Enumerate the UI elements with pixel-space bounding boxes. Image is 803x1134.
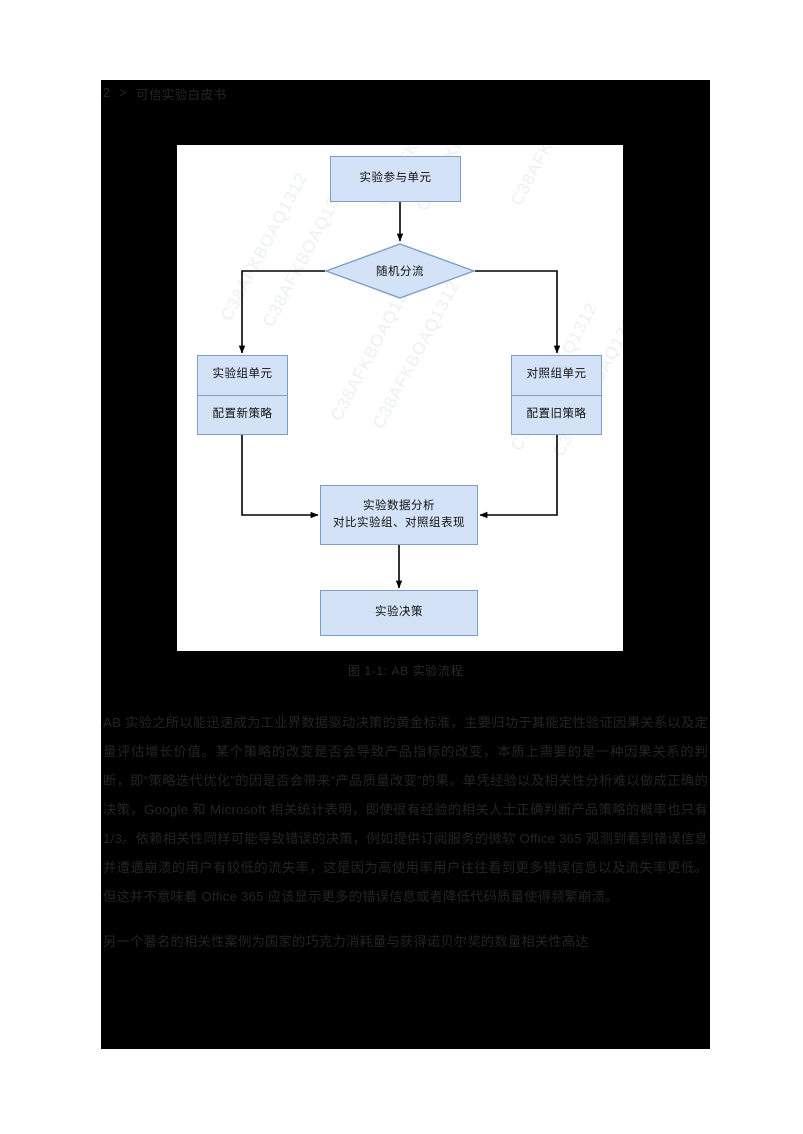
flow-node-participant[interactable]: 实验参与单元 xyxy=(330,156,461,202)
diamond-shape xyxy=(325,243,475,299)
breadcrumb: 2 > 可信实验白皮书 xyxy=(103,82,226,104)
figure-caption: 图 1-1: AB 实验流程 xyxy=(347,664,464,678)
flow-node-control-group[interactable]: 对照组单元 配置旧策略 xyxy=(511,355,602,435)
breadcrumb-page-number: 2 xyxy=(103,86,111,100)
flow-node-analysis-line1: 实验数据分析 xyxy=(363,499,435,512)
flow-node-control-title: 对照组单元 xyxy=(526,368,587,381)
flow-node-data-analysis[interactable]: 实验数据分析 对比实验组、对照组表现 xyxy=(320,485,478,545)
flow-node-participant-label: 实验参与单元 xyxy=(359,172,432,185)
flow-node-random-split[interactable]: 随机分流 xyxy=(325,243,475,299)
flow-node-treatment-title: 实验组单元 xyxy=(212,368,273,381)
body-paragraph: 另一个著名的相关性案例为国家的巧克力消耗量与获得诺贝尔奖的数量相关性高达 xyxy=(103,934,589,949)
flow-node-treatment-group[interactable]: 实验组单元 配置新策略 xyxy=(197,355,288,435)
flow-node-random-split-label: 随机分流 xyxy=(376,266,424,278)
flow-node-treatment-detail: 配置新策略 xyxy=(198,394,287,435)
watermark-text: C38AFKBOAQ1312 xyxy=(217,169,312,324)
body-paragraph: AB 实验之所以能迅速成为工业界数据驱动决策的黄金标准，主要归功于其能定性验证因… xyxy=(103,715,708,904)
figure-ab-experiment-flowchart: C38AFKBOAQ1312 C38AFKBOAQ1312 C38AFKBOAQ… xyxy=(177,145,623,651)
document-page: 2 > 可信实验白皮书 C38AFKBOAQ1312 C38AFKBOAQ131… xyxy=(101,80,710,1049)
flow-node-analysis-text: 实验数据分析 对比实验组、对照组表现 xyxy=(321,486,477,544)
flow-node-control-detail: 配置旧策略 xyxy=(512,394,601,435)
chevron-right-icon: > xyxy=(119,86,128,100)
breadcrumb-title: 可信实验白皮书 xyxy=(136,87,227,102)
flow-node-analysis-line2: 对比实验组、对照组表现 xyxy=(333,516,465,529)
watermark-text: C38AFKBOAQ1312 xyxy=(507,145,602,209)
flow-node-experiment-decision[interactable]: 实验决策 xyxy=(320,590,478,636)
watermark-text: C38AFKBOAQ1312 xyxy=(369,277,464,432)
body-copy: AB 实验之所以能迅速成为工业界数据驱动决策的黄金标准，主要归功于其能定性验证因… xyxy=(103,708,708,972)
flow-node-decision-label: 实验决策 xyxy=(375,606,423,619)
